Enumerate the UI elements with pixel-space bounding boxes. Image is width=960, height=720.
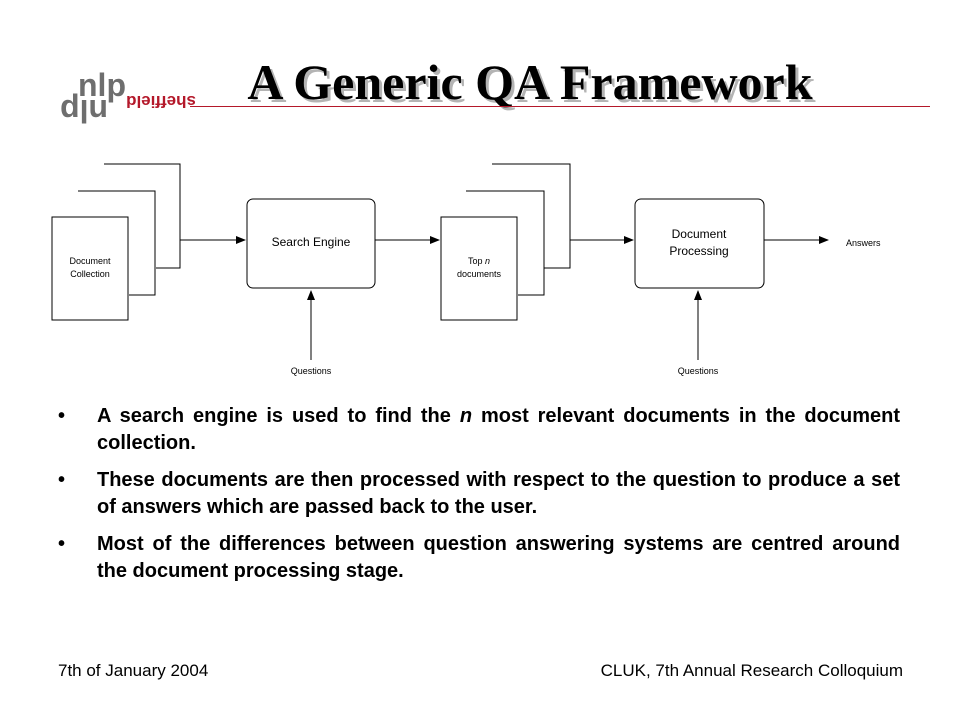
doc-sheet-front: [51, 216, 129, 321]
title-underline: [190, 106, 930, 107]
bullet-item: • A search engine is used to find the n …: [58, 403, 900, 457]
topn-sheet-back: [492, 163, 571, 269]
document-processing-box: Document Processing: [634, 198, 765, 289]
answers-label: Answers: [846, 238, 881, 248]
footer-date: 7th of January 2004: [58, 661, 209, 680]
search-engine-box: Search Engine: [246, 198, 376, 289]
doc-sheet-back: [104, 163, 181, 269]
search-engine-label: Search Engine: [272, 235, 351, 249]
document-processing-label-1: Document: [672, 227, 727, 241]
logo-sheffield-text: sheffield: [126, 92, 196, 111]
document-processing-label-2: Processing: [669, 244, 728, 258]
sheffield-nlp-logo: nlp nlp sheffield: [60, 68, 196, 129]
topn-sheet-front: [440, 216, 518, 321]
top-n-label-1: Top n: [468, 256, 490, 266]
questions-label-left: Questions: [291, 366, 332, 376]
questions-label-right: Questions: [678, 366, 719, 376]
bullet-item: • These documents are then processed wit…: [58, 467, 900, 521]
bullet-dot: •: [58, 469, 66, 491]
bullet-item: • Most of the differences between questi…: [58, 531, 900, 585]
document-collection-stack: Document Collection: [51, 163, 181, 321]
document-collection-label-1: Document: [69, 256, 111, 266]
top-n-documents-stack: Top n documents: [440, 163, 571, 321]
footer-event: CLUK, 7th Annual Research Colloquium: [600, 661, 903, 680]
top-n-label-2: documents: [457, 269, 502, 279]
bullet-list: • A search engine is used to find the n …: [58, 403, 900, 595]
bullet-dot: •: [58, 533, 66, 555]
logo-nlp-text: nlp: [78, 68, 126, 103]
bullet-text: Most of the differences between question…: [97, 533, 900, 582]
bullet-text: These documents are then processed with …: [97, 469, 900, 518]
slide-title: A Generic QA Framework: [247, 54, 813, 110]
document-collection-label-2: Collection: [70, 269, 110, 279]
bullet-text: A search engine is used to find the n mo…: [97, 405, 900, 454]
qa-framework-diagram: Document Collection Search Engine Questi…: [51, 163, 881, 376]
logo-nlp-inverted: nlp: [60, 93, 108, 129]
bullet-dot: •: [58, 405, 66, 427]
